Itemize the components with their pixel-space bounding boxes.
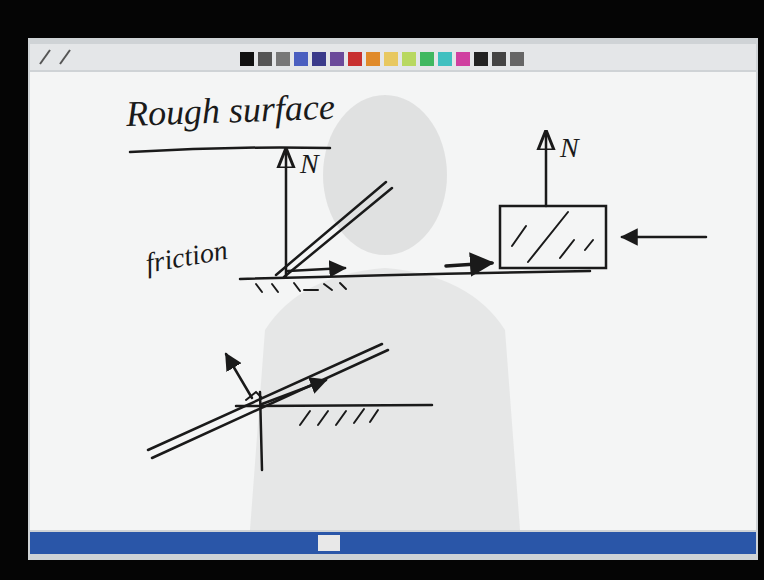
ground-line	[240, 271, 590, 279]
normal-arrow	[226, 354, 252, 398]
surface-hatch	[300, 409, 378, 425]
sketch	[130, 132, 706, 470]
friction-arrow	[262, 380, 326, 404]
block-hatch	[512, 212, 593, 262]
normal-arrow	[285, 150, 288, 276]
color-swatches	[240, 52, 524, 66]
whiteboard	[30, 72, 756, 530]
surface-line	[236, 405, 432, 406]
status-button	[318, 535, 340, 551]
handwritten-label: N	[560, 134, 579, 162]
title-heading: Rough surface	[125, 89, 335, 132]
rod	[148, 344, 388, 458]
toolbar	[30, 44, 756, 70]
pen-icons	[40, 50, 70, 64]
handwritten-label: N	[300, 150, 319, 178]
friction-arrow	[446, 263, 492, 266]
status-bar	[30, 532, 756, 554]
normal-arrow	[545, 132, 548, 206]
friction-arrow	[288, 268, 345, 271]
push-arrow	[622, 236, 706, 239]
app-frame	[28, 38, 758, 560]
rod	[276, 182, 392, 277]
ground-hatch	[256, 283, 346, 292]
block	[500, 206, 606, 268]
contact-scribble	[246, 392, 262, 400]
presenter-silhouette	[250, 95, 520, 530]
